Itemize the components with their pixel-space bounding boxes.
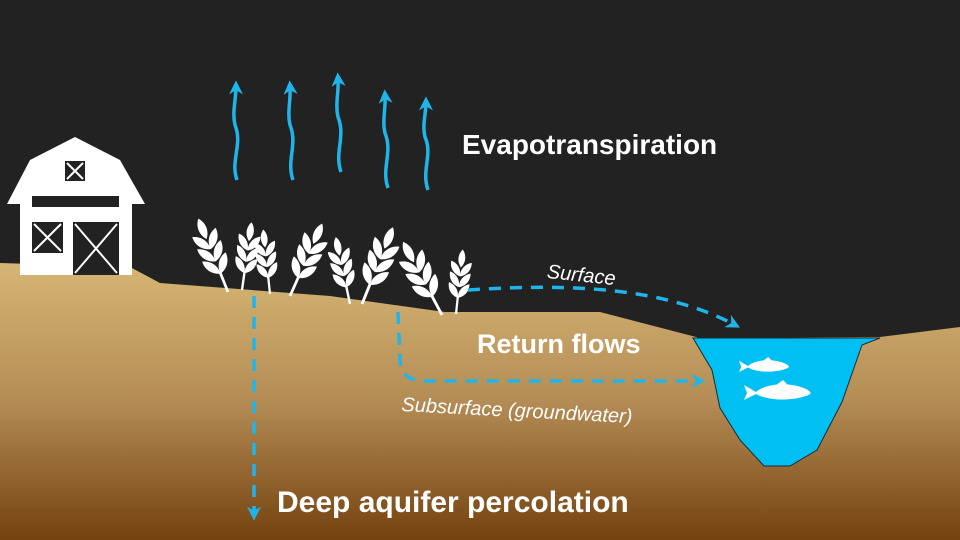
ground [0, 263, 960, 540]
river [692, 337, 881, 467]
subsurface-flow-arrow [396, 311, 706, 388]
arrow-up-icon [283, 80, 298, 181]
deep-percolation-label: Deep aquifer percolation [277, 486, 629, 519]
wheat-icon [183, 213, 242, 298]
wheat-icon [443, 248, 476, 315]
surface-flow-arrow [467, 285, 740, 328]
arrow-up-icon [331, 72, 346, 173]
wheat-icon [346, 221, 408, 310]
arrow-up-icon [418, 96, 433, 191]
wheat-icon [275, 217, 336, 302]
barn-icon [7, 137, 145, 275]
return-flows-label: Return flows [477, 329, 641, 359]
arrow-up-icon [228, 80, 243, 181]
evapotranspiration-label: Evapotranspiration [462, 129, 718, 160]
evapotranspiration-arrows [228, 72, 433, 191]
arrow-up-icon [378, 89, 393, 189]
